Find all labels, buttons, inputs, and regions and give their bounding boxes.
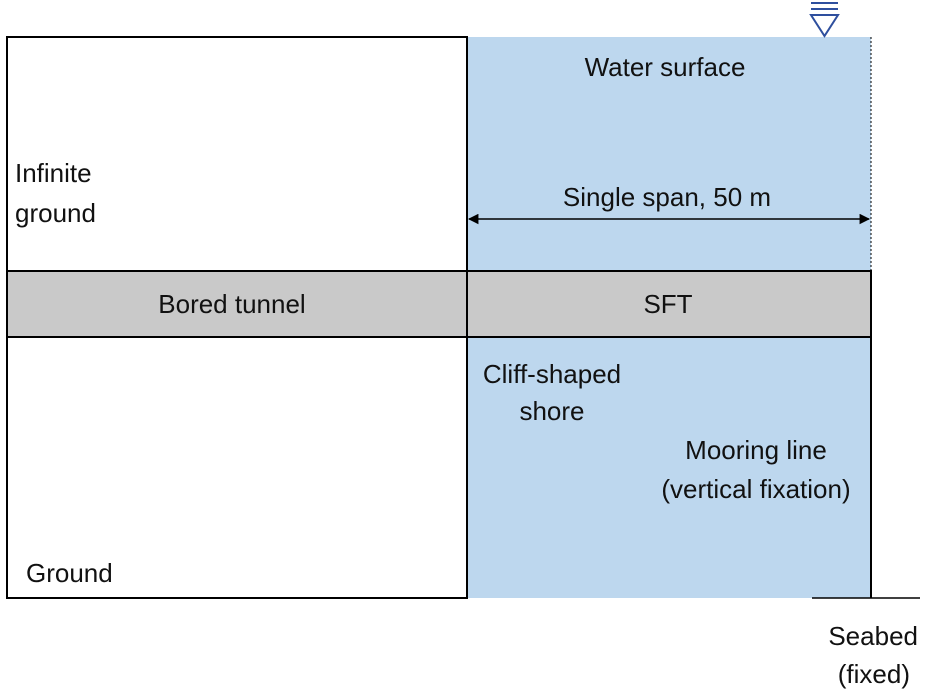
cliff-shaped-shore-label-line2: shore: [519, 396, 584, 426]
water-region-upper: [467, 37, 871, 271]
bored-tunnel-label: Bored tunnel: [158, 289, 305, 319]
water-level-triangle-icon: [809, 2, 840, 38]
seabed-label-line1: Seabed: [828, 621, 918, 651]
water-region-lower: [467, 337, 871, 598]
mooring-line-label-line2: (vertical fixation): [661, 474, 850, 504]
sft-section: [466, 270, 872, 338]
seabed-label-line2: (fixed): [838, 659, 910, 689]
cliff-shaped-shore-label-line1: Cliff-shaped: [483, 359, 621, 389]
water-surface-label: Water surface: [585, 52, 746, 82]
mooring-line-label-line1: Mooring line: [685, 435, 827, 465]
infinite-ground-block: [6, 36, 468, 272]
ground-label: Ground: [26, 558, 113, 588]
single-span-label: Single span, 50 m: [563, 182, 771, 212]
sft-label: SFT: [643, 289, 692, 319]
ground-block: [6, 336, 468, 599]
infinite-ground-label-line1: Infinite: [15, 158, 92, 188]
infinite-ground-label-line2: ground: [15, 198, 96, 228]
